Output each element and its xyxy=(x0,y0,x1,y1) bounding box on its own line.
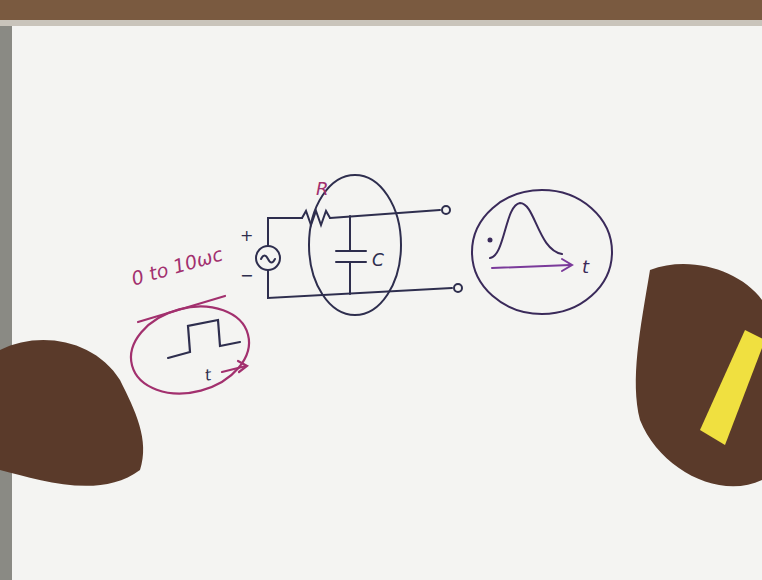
rc-circuit xyxy=(256,206,462,298)
board-top-edge xyxy=(0,0,762,20)
time-axis-label: t xyxy=(204,367,213,384)
marker xyxy=(700,330,762,445)
output-sketch xyxy=(472,190,612,314)
board-side xyxy=(0,26,12,580)
input-sketch xyxy=(121,294,259,406)
resistor-label: R xyxy=(316,180,329,198)
polarity-sign: − xyxy=(240,268,253,284)
time-axis-label: t xyxy=(582,258,589,276)
capacitor-label: C xyxy=(372,252,384,269)
rc-enclosure xyxy=(309,175,401,315)
square-pulse xyxy=(168,320,247,372)
hand xyxy=(0,340,143,486)
polarity-sign: + xyxy=(240,228,253,244)
board-frame xyxy=(0,20,762,26)
frequency-range: 0 to 10ωc xyxy=(129,245,224,289)
